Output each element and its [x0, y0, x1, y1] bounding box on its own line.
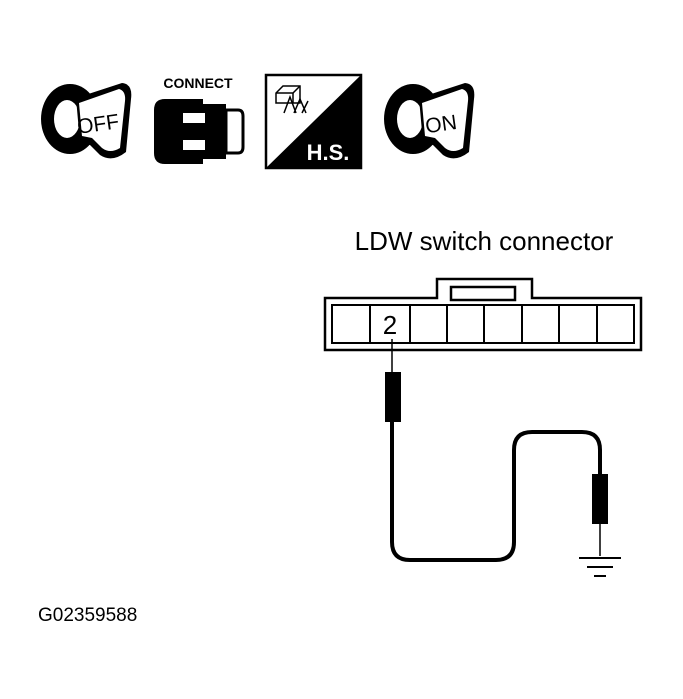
connector-title: LDW switch connector [355, 226, 614, 256]
connect-icon: CONNECT [154, 75, 245, 164]
hs-label: H.S. [307, 140, 350, 165]
ignition-key-on-icon: ON [384, 83, 475, 159]
terminal-2-label: 2 [383, 310, 397, 340]
ground-symbol-icon [579, 557, 621, 577]
key-on-label: ON [424, 111, 458, 138]
ignition-key-off-icon: OFF [41, 83, 132, 159]
connect-label: CONNECT [163, 75, 233, 91]
harness-sensor-icon: H.S. [264, 73, 363, 170]
ldw-switch-connector [323, 277, 643, 352]
probe-lead [385, 339, 608, 562]
figure-id: G02359588 [38, 605, 137, 626]
